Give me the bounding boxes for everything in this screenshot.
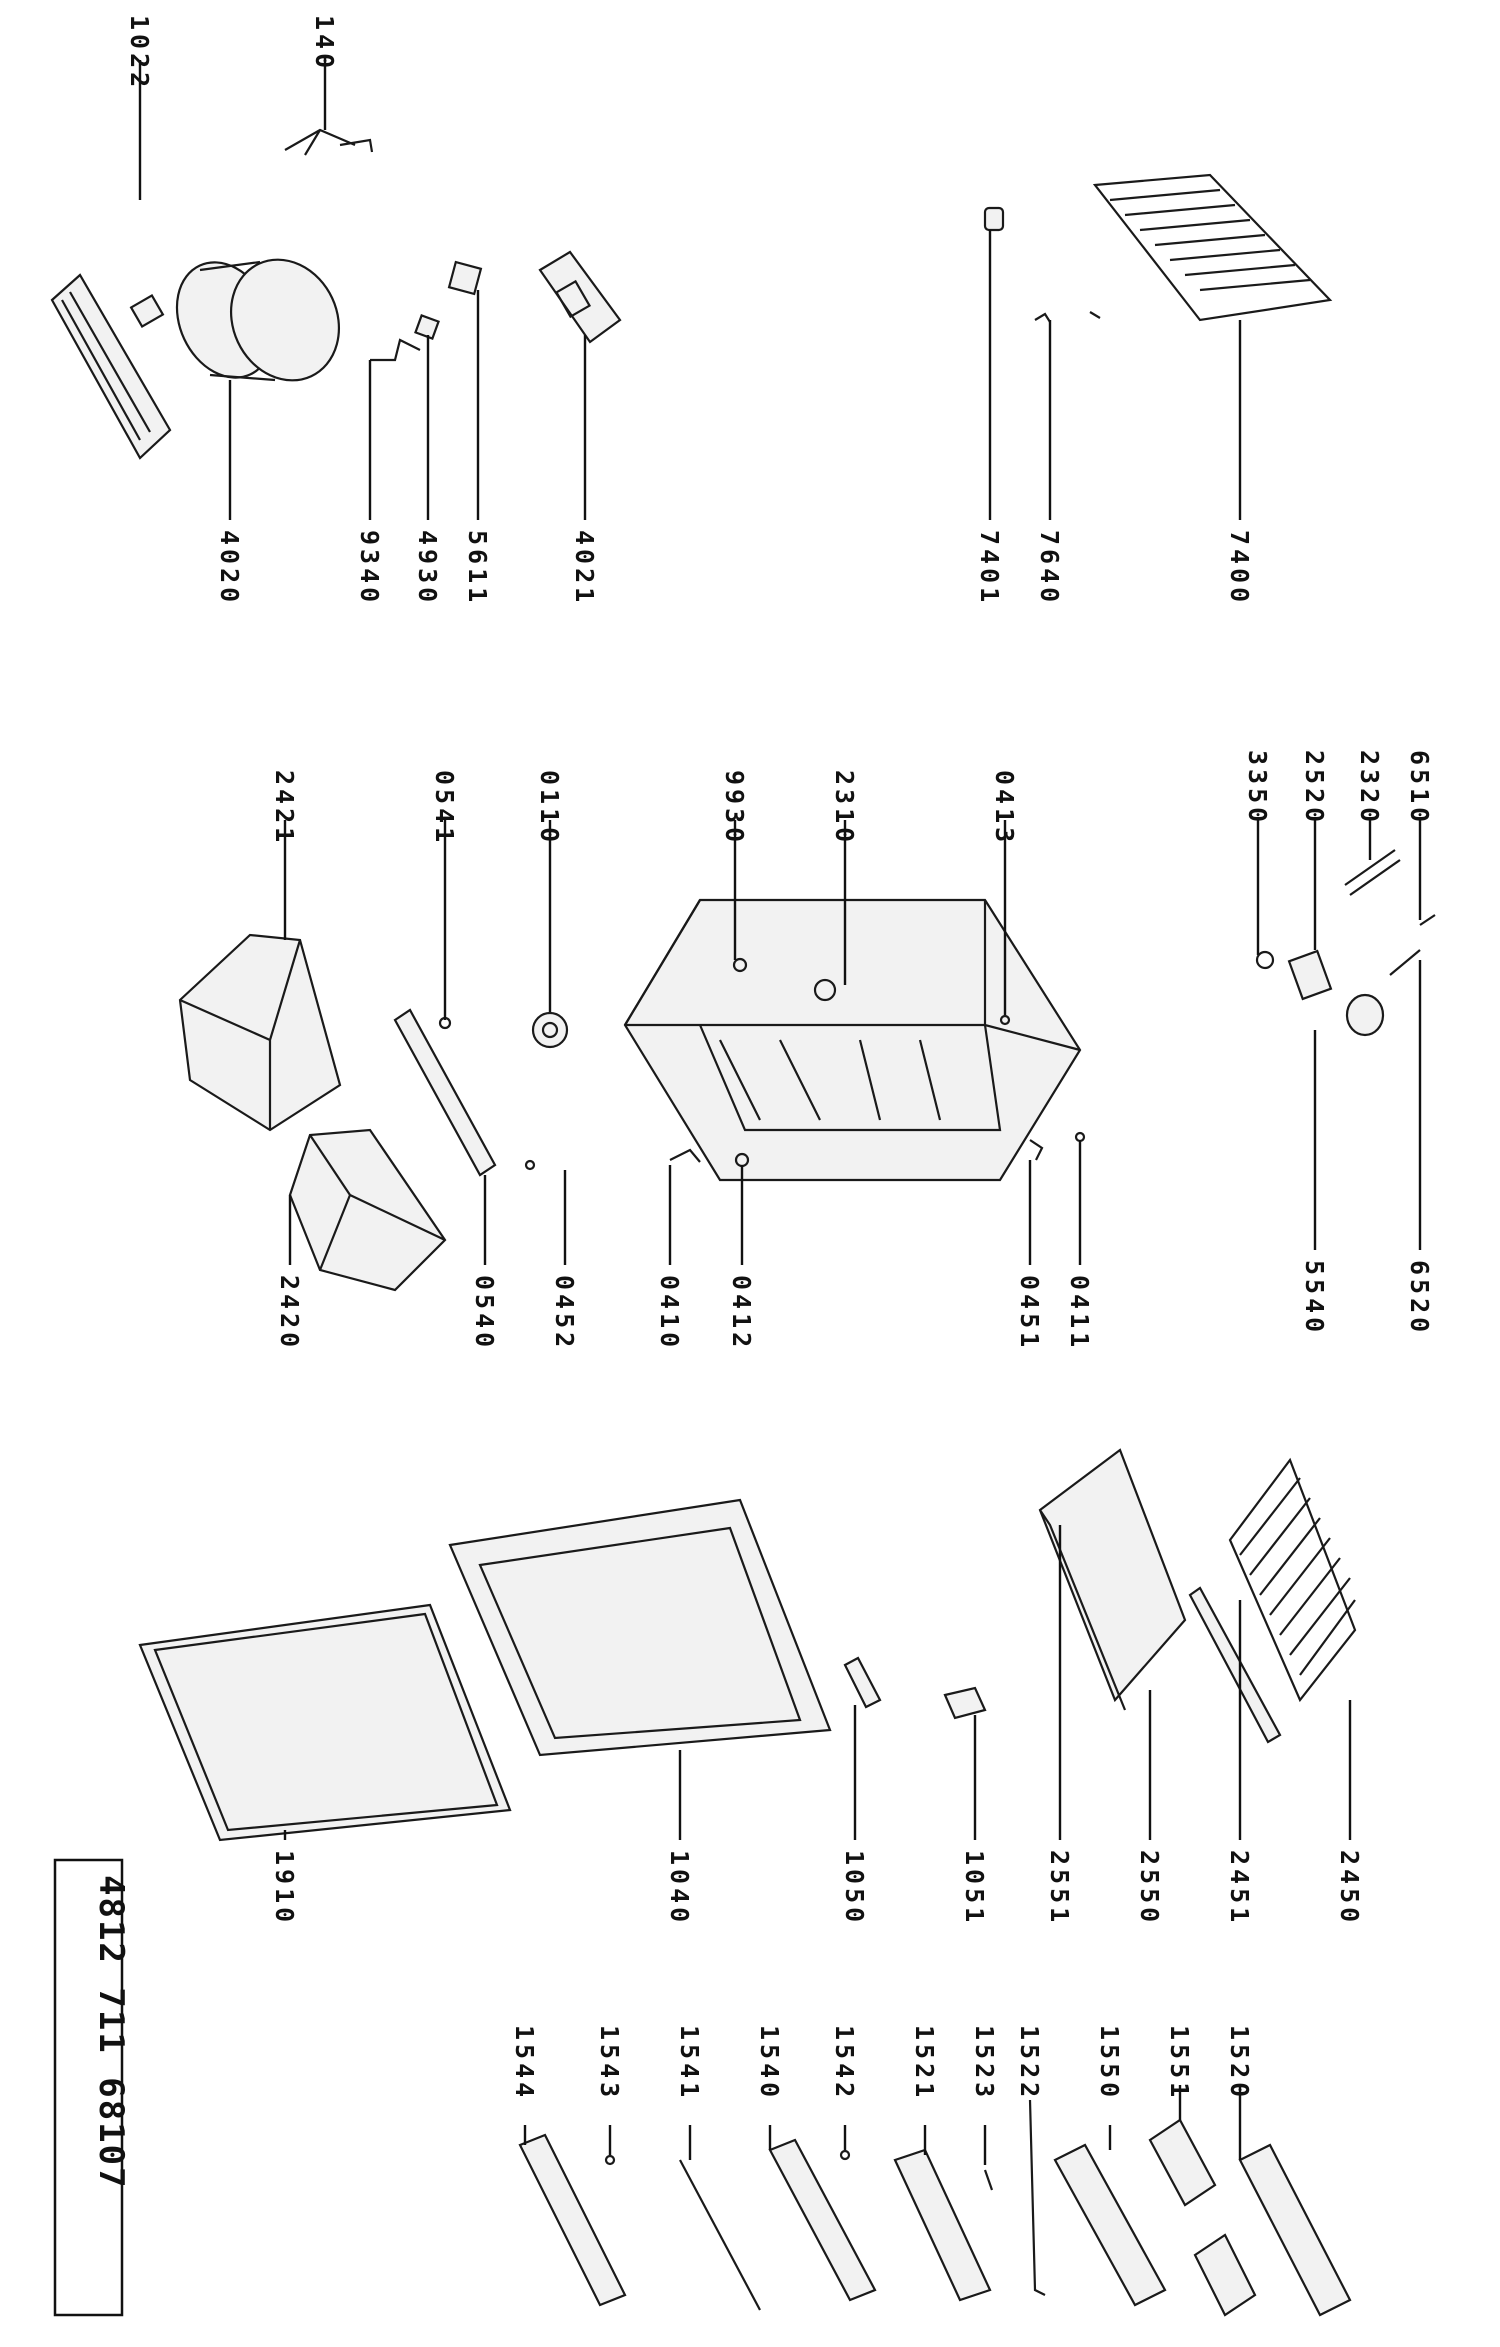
part-1520-door-shelf <box>1238 2143 1352 2317</box>
part-label-1541: 1541 <box>675 2025 704 2101</box>
part-label-0411: 0411 <box>1065 1275 1094 1351</box>
part-label-9340: 9340 <box>355 530 384 606</box>
part-label-1050: 1050 <box>840 1850 869 1926</box>
part-1550-egg-shelf <box>1053 2143 1167 2307</box>
part-7400-condenser <box>1092 173 1333 322</box>
part-label-1540: 1540 <box>755 2025 784 2101</box>
part-label-1543: 1543 <box>595 2025 624 2101</box>
part-2550-shelf <box>1038 1448 1187 1711</box>
part-label-6520: 6520 <box>1405 1260 1434 1336</box>
part-label-1523: 1523 <box>970 2025 999 2101</box>
part-label-1040: 1040 <box>665 1850 694 1926</box>
part-1543-screw <box>604 2154 616 2166</box>
part-label-4021: 4021 <box>570 530 599 606</box>
part-label-3350: 3350 <box>1243 750 1272 826</box>
part-0110-knob <box>531 1011 569 1049</box>
part-label-5540: 5540 <box>1300 1260 1329 1336</box>
part-1523-clip <box>983 2169 994 2191</box>
part-label-2421: 2421 <box>270 770 299 846</box>
part-cabinet-body <box>623 898 1082 1182</box>
part-0452-screw <box>524 1159 536 1171</box>
part-1521-door-shelf <box>893 2148 992 2302</box>
part-4020-fan <box>175 258 341 382</box>
part-label-2551: 2551 <box>1045 1850 1074 1926</box>
part-label-1521: 1521 <box>910 2025 939 2101</box>
part-label-2550: 2550 <box>1135 1850 1164 1926</box>
part-label-1051: 1051 <box>960 1850 989 1926</box>
part-label-2420: 2420 <box>275 1275 304 1351</box>
part-label-2450: 2450 <box>1335 1850 1364 1926</box>
part-2421-crisper <box>178 933 342 1132</box>
part-1544-door-shelf <box>518 2133 627 2307</box>
part-label-0540: 0540 <box>470 1275 499 1351</box>
part-label-0541: 0541 <box>430 770 459 846</box>
part-label-4930: 4930 <box>413 530 442 606</box>
part-label-9930: 9930 <box>720 770 749 846</box>
part-7640-clip <box>1034 311 1101 323</box>
part-label-2320: 2320 <box>1355 750 1384 826</box>
part-label-7401: 7401 <box>975 530 1004 606</box>
part-label-2451: 2451 <box>1225 1850 1254 1926</box>
part-label-0452: 0452 <box>550 1275 579 1351</box>
part-7401-plug <box>983 206 1005 232</box>
part-label-0110: 0110 <box>535 770 564 846</box>
document-code-box: 4812 711 68107 <box>53 1858 131 2317</box>
part-label-1542: 1542 <box>830 2025 859 2101</box>
part-label-1520: 1520 <box>1225 2025 1254 2101</box>
part-4930-clip <box>414 314 440 340</box>
document-code: 4812 711 68107 <box>91 1875 131 2190</box>
part-label-7640: 7640 <box>1035 530 1064 606</box>
part-label-4020: 4020 <box>215 530 244 606</box>
part-1910-door <box>138 1603 512 1842</box>
part-4021-housing <box>538 250 622 344</box>
part-1551-egg-tray <box>1148 2118 1257 2317</box>
part-1522-wire <box>1028 2099 1046 2296</box>
part-label-5611: 5611 <box>463 530 492 606</box>
part-label-2310: 2310 <box>830 770 859 846</box>
part-1050-hinge <box>843 1656 882 1709</box>
part-2420-drawer <box>288 1128 447 1292</box>
part-label-1551: 1551 <box>1165 2025 1194 2101</box>
part-thermostat-cluster <box>1255 849 1436 1037</box>
part-label-0412: 0412 <box>727 1275 756 1351</box>
part-1542-screw <box>839 2149 851 2161</box>
part-label-1022: 1022 <box>125 15 154 91</box>
part-label-2520: 2520 <box>1300 750 1329 826</box>
part-label-1544: 1544 <box>510 2025 539 2101</box>
part-label-7400: 7400 <box>1225 530 1254 606</box>
part-label-140: 140 <box>310 15 339 72</box>
part-label-0451: 0451 <box>1015 1275 1044 1351</box>
part-1022-handle <box>50 273 172 460</box>
part-0540-bar <box>393 1008 497 1177</box>
part-1051-bracket <box>943 1686 987 1720</box>
part-1541-strip <box>679 2159 761 2311</box>
part-2450-wire-shelf <box>1188 1457 1357 1744</box>
part-label-6510: 6510 <box>1405 750 1434 826</box>
part-label-1550: 1550 <box>1095 2025 1124 2101</box>
part-label-1522: 1522 <box>1015 2025 1044 2101</box>
part-label-1910: 1910 <box>270 1850 299 1926</box>
part-label-0413: 0413 <box>990 770 1019 846</box>
part-5611-connector <box>447 260 483 296</box>
part-labels: 1022 140 4020 9340 4930 5611 4021 7401 7640 7400 2… <box>125 15 1434 2165</box>
part-1040-inner-door <box>448 1498 832 1757</box>
part-label-0410: 0410 <box>655 1275 684 1351</box>
part-140-bracket <box>284 128 374 156</box>
part-9340-cable <box>370 338 421 362</box>
part-1540-door-shelf <box>768 2138 877 2302</box>
